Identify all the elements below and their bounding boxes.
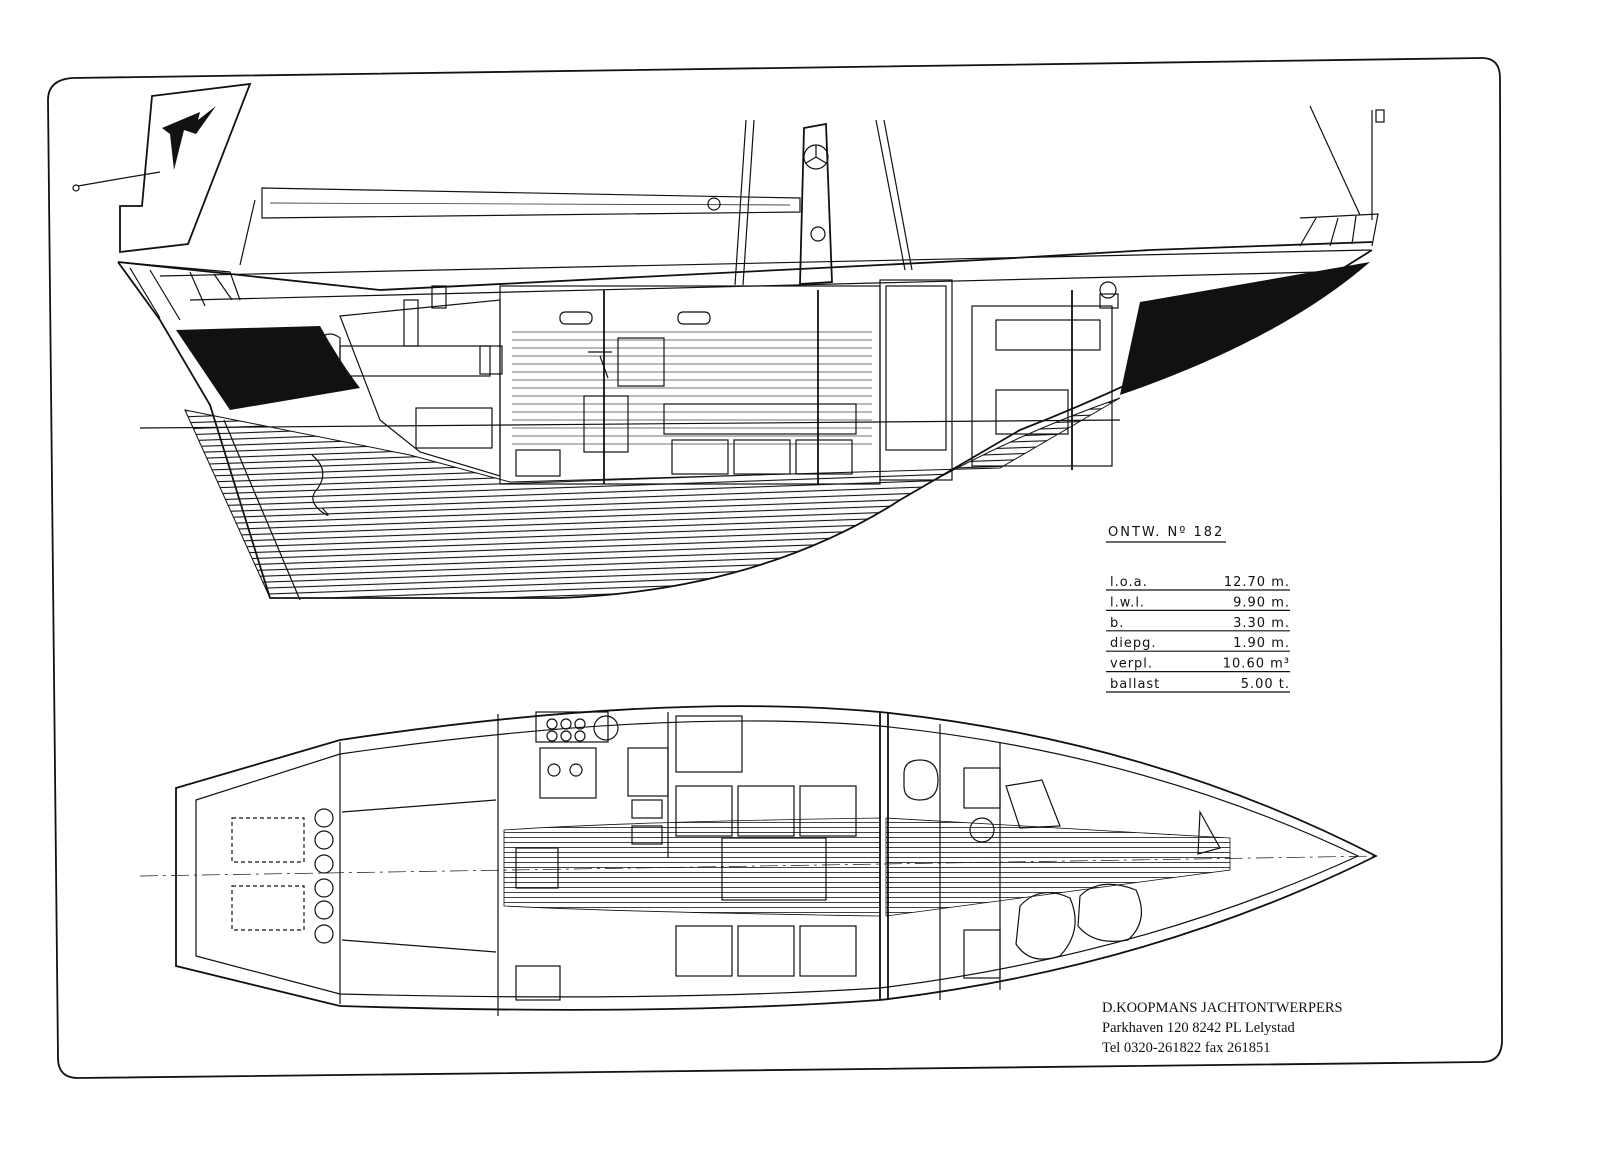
spec-value: 12.70 m. — [1224, 575, 1290, 590]
stern-black-section — [176, 326, 360, 410]
designer-phone: Tel 0320-261822 fax 261851 — [1102, 1040, 1271, 1056]
spec-value: 10.60 m³ — [1223, 657, 1290, 672]
spec-row: b. 3.30 m. — [1106, 616, 1290, 632]
spec-value: 1.90 m. — [1233, 636, 1290, 651]
cabin-sole-planks — [503, 817, 881, 917]
settee-cushions — [675, 715, 857, 977]
spec-label: l.o.a. — [1110, 575, 1148, 590]
mast — [799, 122, 833, 285]
spec-row: l.w.l. 9.90 m. — [1106, 595, 1290, 612]
plan-hull-outline — [175, 705, 1378, 1011]
spec-label: l.w.l. — [1110, 595, 1145, 610]
design-spec-block: ONTW. Nº 182 l.o.a. 12.70 m. l.w.l. 9.90 m.… — [1106, 525, 1290, 693]
spec-value: 9.90 m. — [1233, 595, 1290, 610]
interior-profile — [319, 279, 1119, 485]
spec-value: 5.00 t. — [1241, 677, 1290, 692]
spec-label: verpl. — [1110, 657, 1153, 672]
spec-label: ballast — [1110, 677, 1160, 692]
spec-row: ballast 5.00 t. — [1106, 677, 1290, 693]
spec-row: diepg. 1.90 m. — [1106, 636, 1290, 652]
designer-name: D.KOOPMANS JACHTONTWERPERS — [1102, 1000, 1343, 1016]
designer-address: Parkhaven 120 8242 PL Lelystad — [1102, 1020, 1296, 1036]
design-number-title: ONTW. Nº 182 — [1108, 525, 1224, 540]
rigging — [734, 105, 1385, 286]
railings — [117, 213, 1379, 321]
spec-value: 3.30 m. — [1233, 616, 1290, 631]
bow-black-section — [1120, 262, 1370, 395]
spec-row: l.o.a. 12.70 m. — [1106, 575, 1290, 591]
side-profile-view — [72, 82, 1385, 601]
drawing-border — [47, 57, 1503, 1079]
deck-plan-view — [139, 705, 1379, 1016]
boom — [261, 187, 801, 219]
underwater-hull-hatch — [184, 397, 1121, 599]
windvane-flag — [119, 82, 252, 254]
spec-row: verpl. 10.60 m³ — [1106, 657, 1290, 673]
deck-sheer — [117, 241, 1373, 291]
bird-emblem-icon — [162, 106, 216, 170]
saloon-table — [721, 837, 827, 901]
designer-info: D.KOOPMANS JACHTONTWERPERS Parkhaven 120… — [1102, 1000, 1343, 1056]
spec-label: diepg. — [1110, 636, 1157, 651]
spec-label: b. — [1110, 616, 1124, 631]
